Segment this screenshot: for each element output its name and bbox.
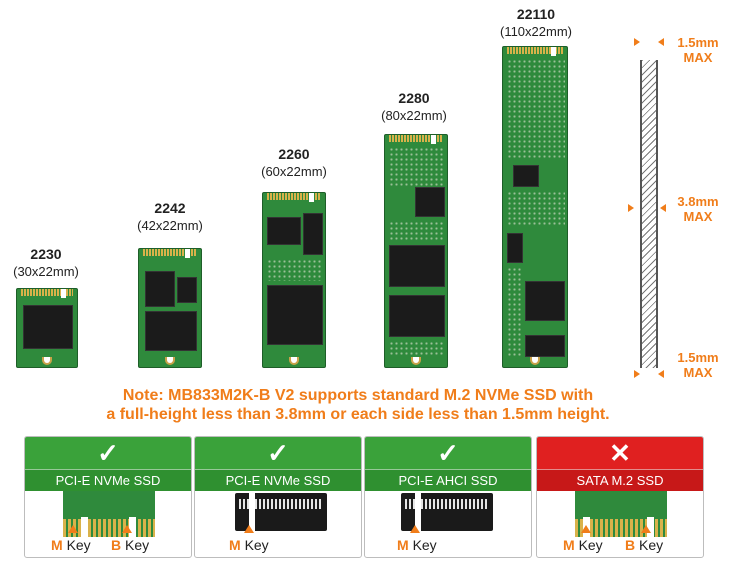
size-label-22110: 22110 (110x22mm) xyxy=(488,6,584,39)
ssd-22110-image xyxy=(502,46,568,368)
connector-image xyxy=(63,491,155,537)
card-pcie-nvme-m-key: ✓ PCI-E NVMe SSD M Key xyxy=(194,436,362,558)
m-key-marker-icon xyxy=(410,525,420,533)
size-name: 2280 xyxy=(398,90,430,106)
b-key-marker-icon xyxy=(641,525,651,533)
b-key-label: B Key xyxy=(625,537,664,553)
m-key-label: M Key xyxy=(563,537,603,553)
check-icon: ✓ xyxy=(195,437,361,469)
ssd-2230-image xyxy=(16,288,78,368)
m-key-label: M Key xyxy=(397,537,437,553)
size-label-2242: 2242 (42x22mm) xyxy=(128,200,212,233)
ssd-2260-image xyxy=(262,192,326,368)
size-dims: (80x22mm) xyxy=(381,108,447,123)
card-label: SATA M.2 SSD xyxy=(537,469,703,491)
compatibility-note: Note: MB833M2K-B V2 supports standard M.… xyxy=(8,386,708,424)
size-dims: (110x22mm) xyxy=(499,24,572,39)
m-key-label: M Key xyxy=(51,537,91,553)
m-key-marker-icon xyxy=(581,525,591,533)
m-key-marker-icon xyxy=(68,525,78,533)
size-dims: (42x22mm) xyxy=(137,218,203,233)
ssd-side-profile xyxy=(640,60,658,368)
m-key-label: M Key xyxy=(229,537,269,553)
ssd-2242-image xyxy=(138,248,202,368)
connector-image xyxy=(235,493,327,531)
size-name: 22110 xyxy=(516,6,556,22)
card-label: PCI-E NVMe SSD xyxy=(195,469,361,491)
card-pcie-nvme-mb-key: ✓ PCI-E NVMe SSD M Key B Key xyxy=(24,436,192,558)
note-line-1: Note: MB833M2K-B V2 supports standard M.… xyxy=(122,387,594,404)
connector-image xyxy=(401,493,493,531)
size-name: 2260 xyxy=(278,146,310,162)
b-key-marker-icon xyxy=(122,525,132,533)
card-pcie-ahci-m-key: ✓ PCI-E AHCI SSD M Key xyxy=(364,436,532,558)
arrow-left-icon xyxy=(660,204,666,212)
ssd-2280-image xyxy=(384,134,448,368)
note-line-2: a full-height less than 3.8mm or each si… xyxy=(106,406,610,423)
size-dims: (60x22mm) xyxy=(261,164,327,179)
arrow-right-icon xyxy=(634,370,640,378)
size-name: 2230 xyxy=(30,246,62,262)
size-label-2230: 2230 (30x22mm) xyxy=(4,246,88,279)
m-key-marker-icon xyxy=(244,525,254,533)
card-sata-m2: ✕ SATA M.2 SSD M Key B Key xyxy=(536,436,704,558)
check-icon: ✓ xyxy=(365,437,531,469)
arrow-left-icon xyxy=(658,370,664,378)
cross-icon: ✕ xyxy=(537,437,703,469)
b-key-label: B Key xyxy=(111,537,150,553)
size-label-2280: 2280 (80x22mm) xyxy=(372,90,456,123)
arrow-right-icon xyxy=(634,38,640,46)
arrow-right-icon xyxy=(628,204,634,212)
card-label: PCI-E NVMe SSD xyxy=(25,469,191,491)
size-name: 2242 xyxy=(154,200,186,216)
size-label-2260: 2260 (60x22mm) xyxy=(252,146,336,179)
card-label: PCI-E AHCI SSD xyxy=(365,469,531,491)
check-icon: ✓ xyxy=(25,437,191,469)
arrow-left-icon xyxy=(658,38,664,46)
size-dims: (30x22mm) xyxy=(13,264,79,279)
